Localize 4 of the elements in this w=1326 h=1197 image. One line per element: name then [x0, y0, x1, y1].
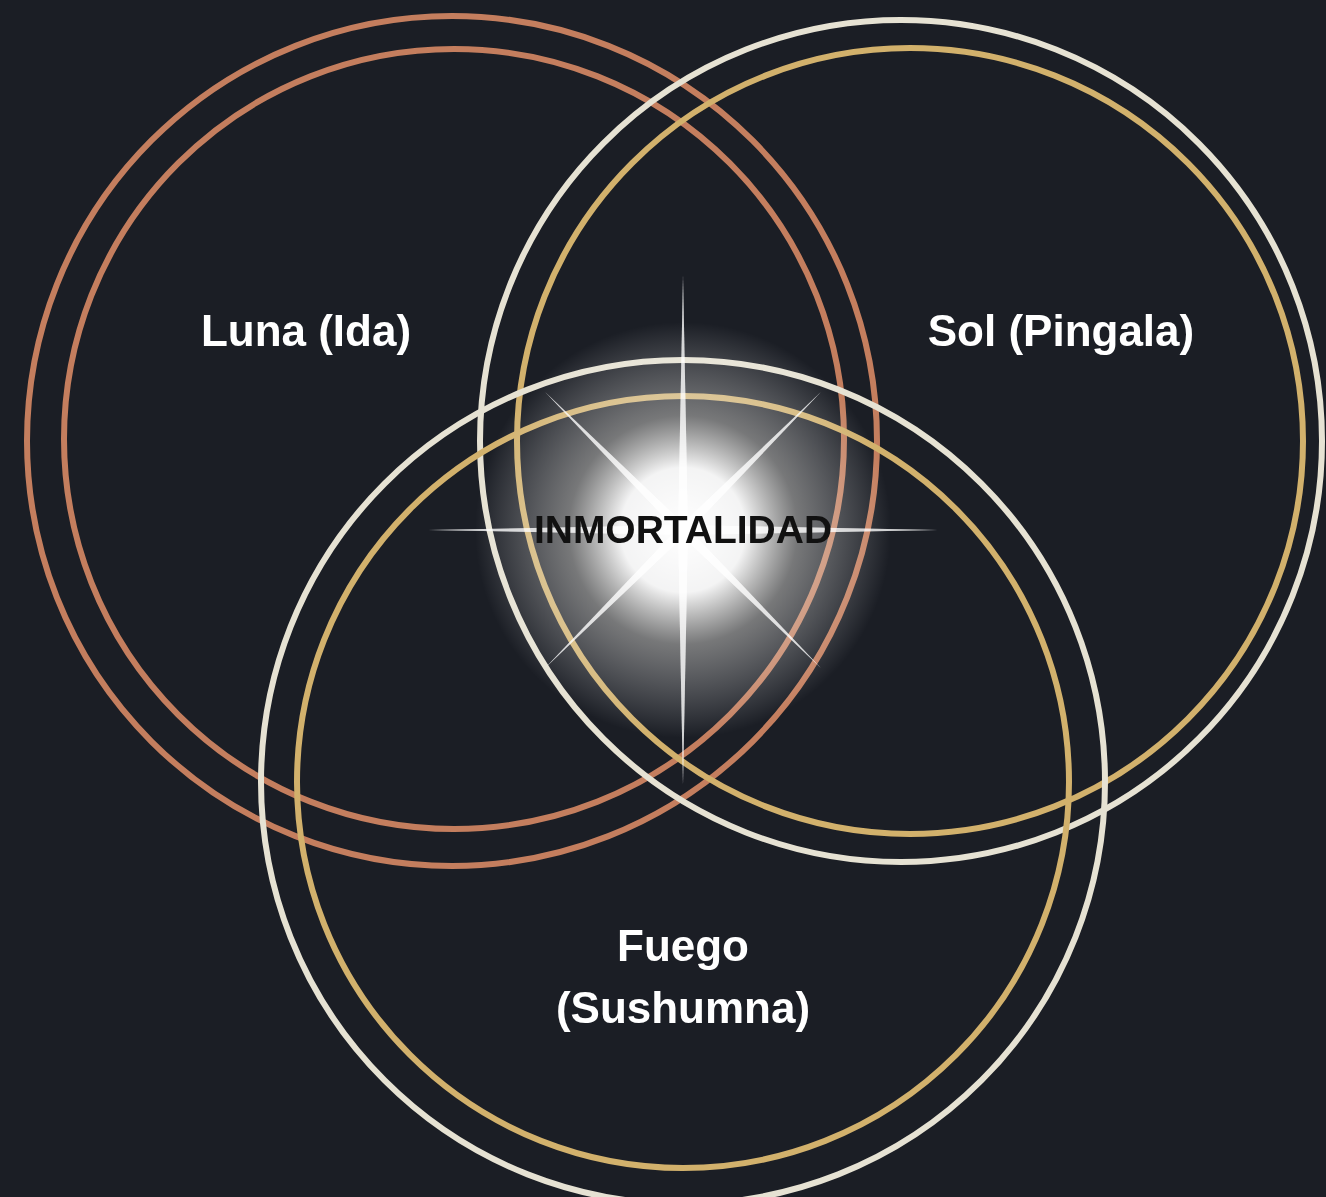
circle-label: Luna (Ida) — [199, 305, 413, 357]
circle-label: Fuego (Sushumna) — [554, 920, 812, 1034]
center-label: INMORTALIDAD — [533, 508, 833, 552]
circle-label: Sol (Pingala) — [926, 305, 1196, 357]
